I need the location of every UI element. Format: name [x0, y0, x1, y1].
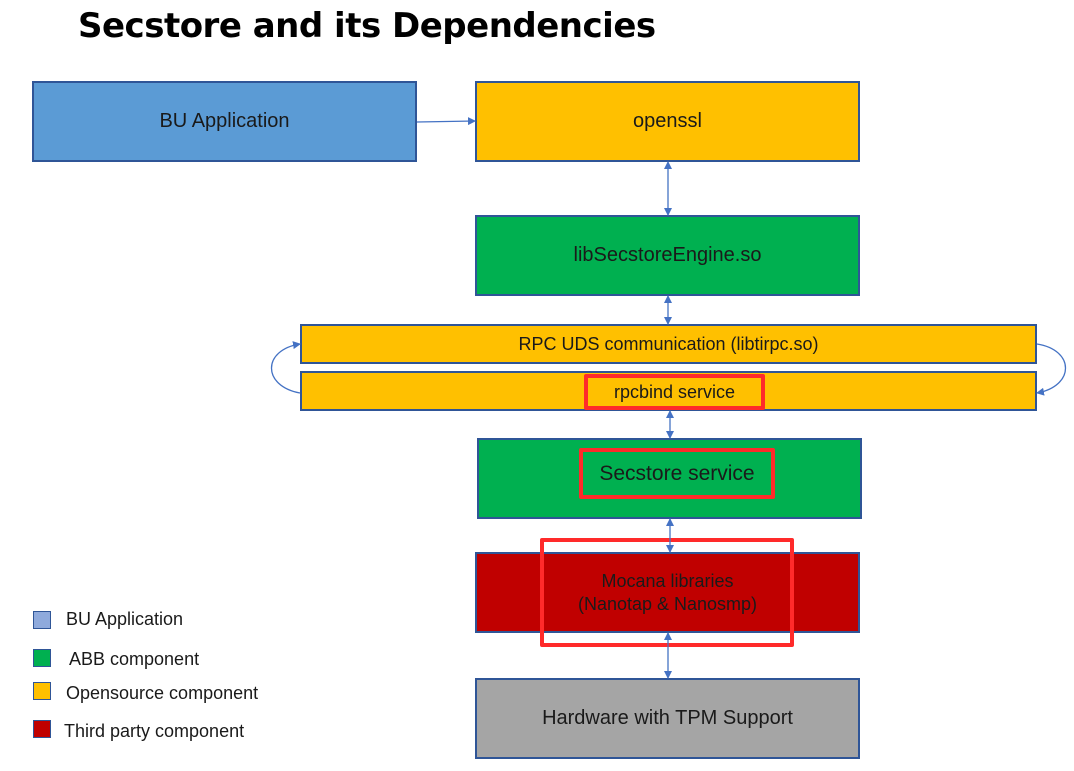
hardware-label: Hardware with TPM Support: [542, 707, 793, 729]
rpc-uds-box: RPC UDS communication (libtirpc.so): [300, 324, 1037, 364]
rpcbind-label: rpcbind service: [613, 381, 736, 402]
legend-swatch-abb-component: [33, 649, 51, 667]
legend-label-opensource-component: Opensource component: [66, 683, 259, 703]
bu-application-box: BU Application: [32, 81, 417, 162]
rpc-uds-label: RPC UDS communication (libtirpc.so): [518, 333, 819, 354]
mocana-label-line2: (Nanotap & Nanosmp): [577, 593, 758, 614]
lib-secstore-engine-box: libSecstoreEngine.so: [475, 215, 860, 296]
legend-label-bu-application: BU Application: [66, 609, 184, 629]
secstore-service-label: Secstore service: [599, 461, 755, 485]
legend-swatch-opensource-component: [33, 682, 51, 700]
legend: BU Application ABB component Opensource …: [32, 608, 292, 748]
secstore-service-highlight: Secstore service: [579, 448, 775, 499]
legend-label-third-party-component: Third party component: [64, 721, 245, 741]
rpcbind-highlight: rpcbind service: [584, 374, 765, 410]
openssl-label: openssl: [633, 110, 702, 132]
arrow-bu-to-openssl: [416, 117, 476, 126]
arrow-loop-right: [1036, 343, 1066, 396]
legend-swatch-bu-application: [33, 611, 51, 629]
page-title: Secstore and its Dependencies: [78, 6, 656, 46]
arrow-loop-left: [271, 341, 301, 394]
lib-secstore-engine-label: libSecstoreEngine.so: [573, 244, 762, 266]
bu-application-label: BU Application: [159, 110, 290, 132]
legend-swatch-third-party-component: [33, 720, 51, 738]
legend-label-abb-component: ABB component: [69, 649, 200, 669]
mocana-label-line1: Mocana libraries: [601, 571, 734, 591]
hardware-box: Hardware with TPM Support: [475, 678, 860, 759]
mocana-libraries-box: Mocana libraries (Nanotap & Nanosmp): [475, 552, 860, 633]
